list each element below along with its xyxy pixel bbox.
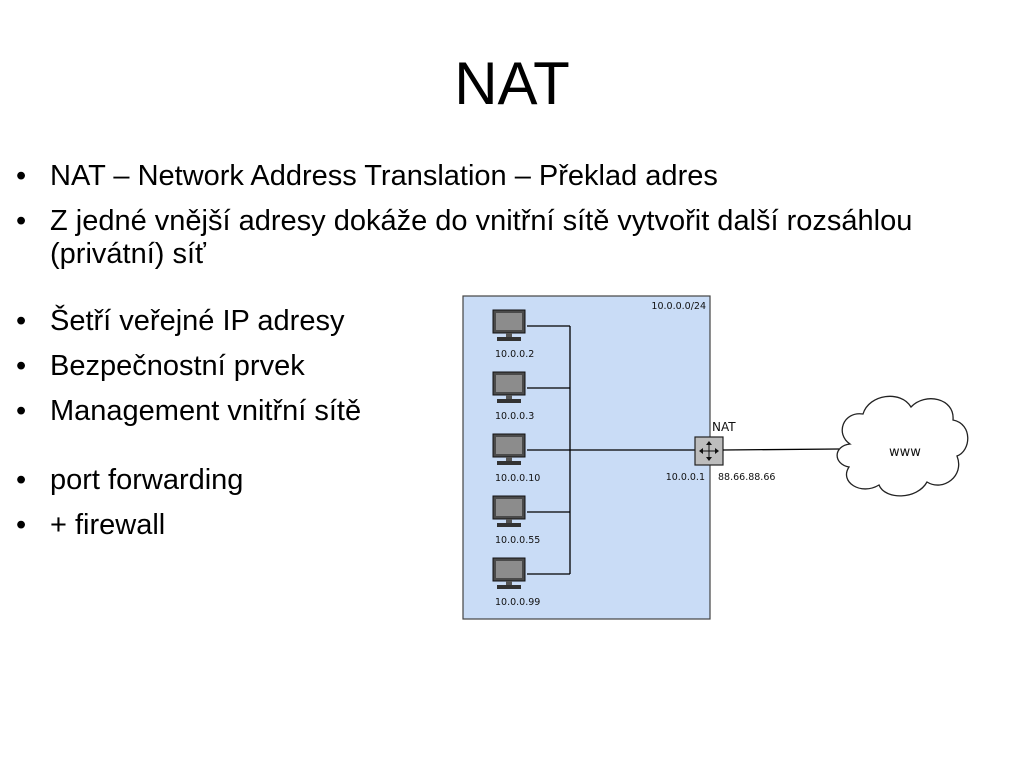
internet-cloud-icon (836, 395, 969, 497)
bullet-item: • Šetří veřejné IP adresy (14, 305, 914, 338)
bullet-dot: • (16, 350, 27, 382)
bullet-item: • Bezpečnostní prvek (14, 350, 914, 383)
nat-label: NAT (712, 420, 736, 434)
bullet-dot: • (16, 160, 27, 192)
bullet-item: • + firewall (14, 509, 914, 542)
bullet-dot: • (16, 395, 27, 427)
bullet-text: port forwarding (50, 464, 244, 496)
bullet-text: + firewall (50, 509, 166, 541)
bullet-item: • NAT – Network Address Translation – Pře… (14, 160, 914, 193)
bullet-text: Management vnitřní sítě (50, 395, 362, 427)
host-ip-label: 10.0.0.10 (495, 473, 540, 484)
network-label: 10.0.0.0/24 (651, 301, 706, 312)
host-ip-label: 10.0.0.2 (495, 349, 534, 360)
internet-label: www (889, 445, 921, 460)
host-ip-label: 10.0.0.99 (495, 597, 540, 608)
bullet-item: • port forwarding (14, 464, 914, 497)
wan-link (722, 448, 840, 451)
nat-inner-ip: 10.0.0.1 (666, 472, 705, 483)
nat-network-diagram: 10.0.0.0/24 10.0.0.2 10.0.0.3 10.0.0.10 … (462, 295, 969, 620)
bullet-dot: • (16, 509, 27, 541)
bullet-list: • NAT – Network Address Translation – Pře… (14, 160, 914, 554)
bullet-dot: • (16, 305, 27, 337)
bullet-item: • Management vnitřní sítě (14, 395, 914, 428)
bullet-text: Šetří veřejné IP adresy (50, 305, 345, 337)
bullet-item: • Z jedné vnější adresy dokáže do vnitřní… (14, 205, 914, 271)
slide-title: NAT (454, 50, 570, 117)
nat-router-icon (694, 436, 724, 466)
bullet-dot: • (16, 464, 27, 496)
host-ip-label: 10.0.0.55 (495, 535, 540, 546)
bullet-text: Z jedné vnější adresy dokáže do vnitřní … (50, 205, 913, 270)
bullet-dot: • (16, 205, 27, 237)
bullet-text: NAT – Network Address Translation – Přek… (50, 160, 718, 192)
nat-outer-ip: 88.66.88.66 (718, 472, 775, 483)
bullet-text: Bezpečnostní prvek (50, 350, 305, 382)
host-ip-label: 10.0.0.3 (495, 411, 534, 422)
